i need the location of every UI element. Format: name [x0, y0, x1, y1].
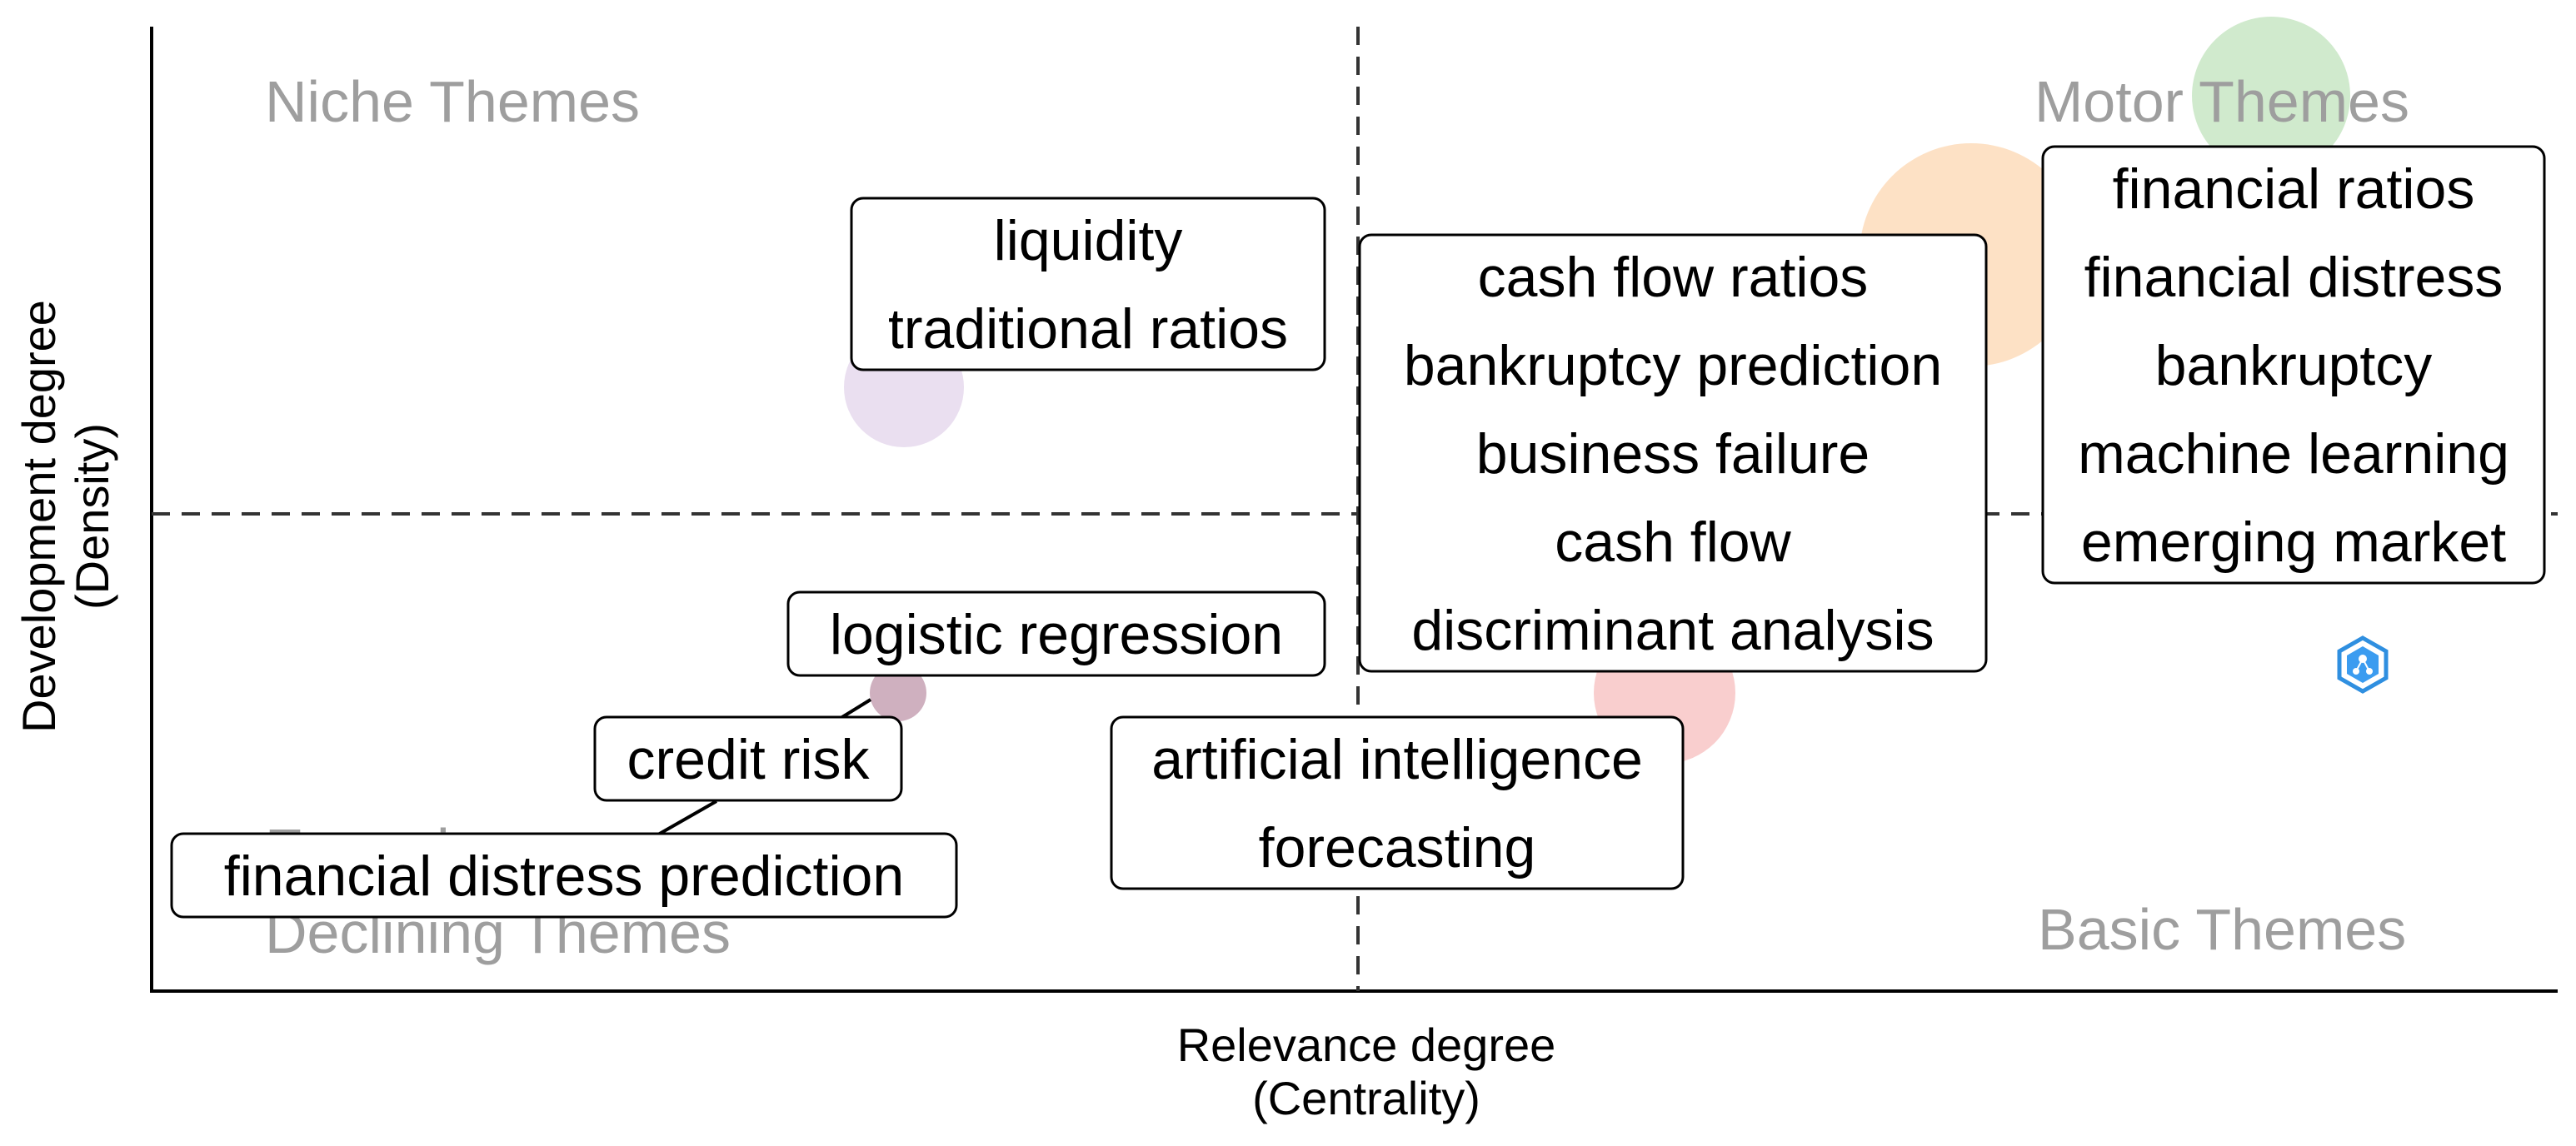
cluster-label-financial-distress-prediction: financial distress prediction: [170, 832, 958, 919]
cluster-label-box: [786, 590, 1326, 677]
y-axis-title: Development degree(Density): [12, 300, 118, 733]
cluster-term: emerging market: [2081, 511, 2506, 574]
cluster-label-financial-ratios: financial ratios financial distress bankru…: [2041, 145, 2546, 585]
cluster-term: business failure: [1476, 422, 1870, 486]
cluster-label-box: [170, 832, 958, 919]
cluster-term: financial ratios: [2113, 157, 2475, 221]
cluster-term: credit risk: [627, 728, 871, 791]
cluster-term: cash flow: [1555, 511, 1791, 574]
cluster-term: bankruptcy prediction: [1404, 334, 1942, 397]
cluster-term: cash flow ratios: [1478, 246, 1869, 309]
cluster-label-artificial-intelligence: artificial intelligence forecasting: [1110, 715, 1685, 890]
cluster-term: traditional ratios: [888, 297, 1288, 361]
cluster-label-credit-risk: credit risk: [593, 715, 903, 802]
cluster-label-box: [1358, 233, 1988, 673]
cluster-term: logistic regression: [830, 603, 1283, 666]
cluster-label-box: [593, 715, 903, 802]
axis-titles: Relevance degree(Centrality) Development…: [12, 300, 1555, 1124]
x-axis-title: Relevance degree(Centrality): [1177, 1019, 1556, 1124]
cluster-label-cash-flow-ratios: cash flow ratios bankruptcy prediction bus…: [1358, 233, 1988, 673]
cluster-term: discriminant analysis: [1411, 599, 1934, 662]
quadrant-label-motor: Motor Themes: [2034, 69, 2409, 134]
cluster-term: liquidity: [994, 209, 1183, 272]
cluster-label-box: [2041, 145, 2546, 585]
cluster-labels: financial ratios financial distress bankru…: [170, 145, 2546, 919]
cluster-term: bankruptcy: [2155, 334, 2433, 397]
cluster-term: financial distress: [2084, 246, 2504, 309]
quadrant-label-niche: Niche Themes: [265, 69, 640, 134]
cluster-term: machine learning: [2078, 422, 2509, 486]
cluster-label-box: [1110, 715, 1685, 890]
cluster-bubble-credit-risk: [870, 665, 926, 721]
axes: [150, 27, 2558, 993]
quadrant-label-basic: Basic Themes: [2038, 897, 2406, 962]
cluster-label-liquidity: liquidity traditional ratios: [850, 197, 1326, 371]
network-logo-icon: [2337, 635, 2389, 694]
leader-line-financial-distress-prediction: [657, 800, 717, 836]
cluster-label-logistic-regression: logistic regression: [786, 590, 1326, 677]
cluster-term: forecasting: [1259, 816, 1536, 879]
cluster-term: artificial intelligence: [1151, 728, 1643, 791]
cluster-term: financial distress prediction: [224, 845, 904, 908]
cluster-bubble-financial-ratios: [2192, 17, 2350, 175]
cluster-label-box: [850, 197, 1326, 371]
